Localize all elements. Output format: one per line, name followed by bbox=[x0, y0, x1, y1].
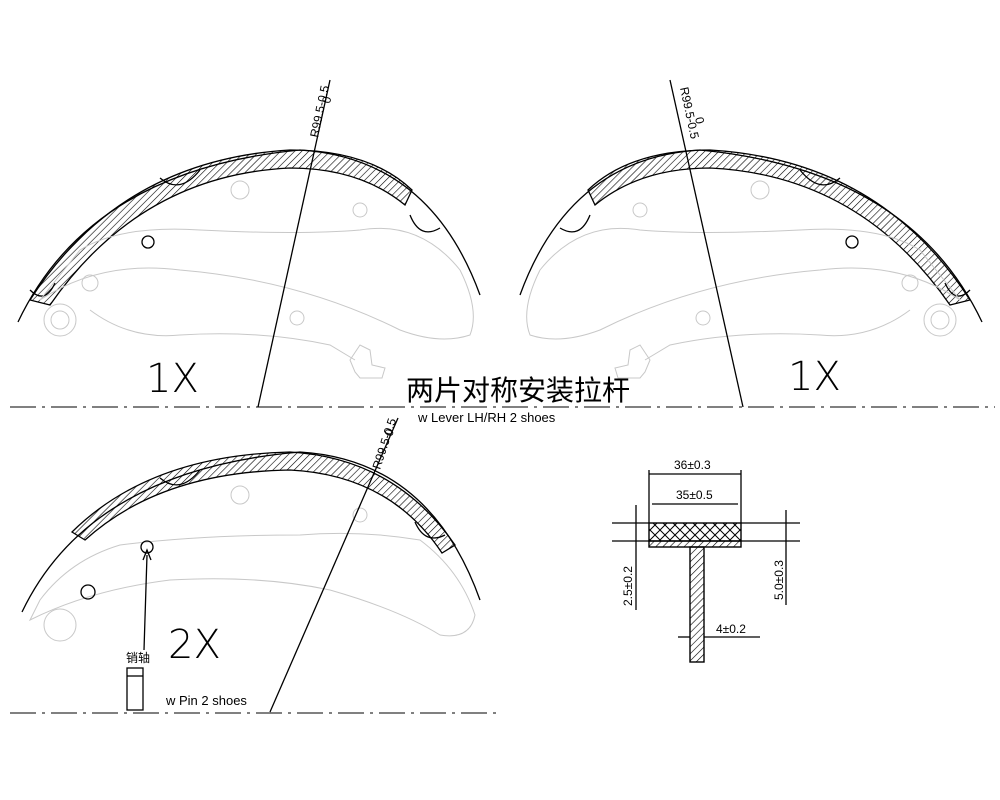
dim-web-thk: 4±0.2 bbox=[716, 622, 746, 636]
ghost-hole-right-6 bbox=[901, 274, 919, 292]
shoe-view-left-upper: R99.5-0.5 0 1X bbox=[17, 79, 481, 408]
shoe-web-detail-left bbox=[89, 309, 356, 361]
shoe-view-lower: 销轴 R99.5-0.5 0 2X w Pin 2 shoes bbox=[21, 416, 481, 713]
count-label-lower: 2X bbox=[168, 622, 221, 668]
pin-hole-lower bbox=[140, 540, 154, 554]
radius-leader-left bbox=[257, 79, 331, 408]
radius-sup-lower: 0 bbox=[382, 427, 397, 438]
ghost-hole-right-3 bbox=[695, 310, 711, 326]
ghost-hole-left-3 bbox=[289, 310, 305, 326]
drum-arc-right-upper bbox=[519, 149, 983, 323]
dim-total-thk: 5.0±0.3 bbox=[772, 560, 786, 600]
lining-right-upper bbox=[587, 149, 972, 306]
dim-lining-thk: 2.5±0.2 bbox=[621, 566, 635, 606]
lever-tab-left bbox=[349, 344, 386, 379]
dim-inner-width: 35±0.5 bbox=[676, 488, 713, 502]
radius-label-lower: R99.5-0.5 bbox=[370, 416, 400, 471]
lining-left-upper bbox=[28, 149, 413, 306]
lining-lower bbox=[70, 451, 456, 554]
radius-label-left-upper: R99.5-0.5 bbox=[307, 84, 332, 139]
ghost-hole-left-2 bbox=[352, 202, 368, 218]
rim-notch-left-1 bbox=[159, 169, 201, 186]
ghost-hole-left-4 bbox=[43, 303, 77, 337]
ghost-hole-lower-3 bbox=[43, 608, 77, 642]
section-detail: 36±0.3 35±0.5 2.5±0.2 5.0±0.3 4±0.2 bbox=[612, 458, 800, 663]
dim-outer-width: 36±0.3 bbox=[674, 458, 711, 472]
rim-notch-left-2 bbox=[409, 214, 441, 233]
section-lining bbox=[648, 522, 742, 542]
pin-leader-arrow bbox=[142, 548, 152, 561]
section-web bbox=[689, 546, 705, 663]
anchor-hole-lower bbox=[80, 584, 96, 600]
ghost-hole-left-5 bbox=[50, 310, 70, 330]
lever-tab-right bbox=[614, 344, 651, 379]
radius-sup-left-upper: 0 bbox=[319, 95, 334, 105]
ghost-hole-lower-1 bbox=[230, 485, 250, 505]
radius-leader-right bbox=[669, 79, 744, 408]
shoe-web-lower bbox=[28, 532, 476, 637]
mounting-hole-right bbox=[845, 235, 859, 249]
rim-notch-lower-2 bbox=[414, 521, 446, 539]
ghost-hole-lower-2 bbox=[352, 507, 368, 523]
count-label-left-upper: 1X bbox=[146, 356, 199, 402]
pin-note: w Pin 2 shoes bbox=[165, 693, 247, 708]
pin-part bbox=[126, 667, 144, 711]
lever-note: w Lever LH/RH 2 shoes bbox=[417, 410, 556, 425]
rim-notch-right-1 bbox=[799, 169, 841, 186]
mounting-hole-left bbox=[141, 235, 155, 249]
drum-arc-lower bbox=[21, 451, 481, 613]
ghost-hole-right-5 bbox=[930, 310, 950, 330]
shoe-web-detail-right bbox=[644, 309, 911, 361]
shoe-view-right-upper: R99.5-0.5 0 1X bbox=[519, 79, 983, 408]
radius-sup-right-upper: 0 bbox=[692, 116, 707, 126]
section-table bbox=[648, 540, 742, 548]
shoe-web-right-upper bbox=[526, 227, 961, 340]
ghost-hole-left-6 bbox=[81, 274, 99, 292]
rim-notch-right-2 bbox=[559, 214, 591, 233]
rim-notch-lower-1 bbox=[159, 469, 201, 486]
ghost-hole-left-1 bbox=[230, 180, 250, 200]
count-label-right-upper: 1X bbox=[788, 354, 841, 400]
ghost-hole-right-4 bbox=[923, 303, 957, 337]
pin-leader bbox=[143, 554, 148, 651]
drum-arc-left-upper bbox=[17, 149, 481, 323]
radius-label-right-upper: R99.5-0.5 bbox=[677, 86, 702, 141]
ghost-hole-right-2 bbox=[632, 202, 648, 218]
chinese-title: 两片对称安装拉杆 bbox=[406, 374, 630, 407]
radius-leader-lower bbox=[269, 417, 399, 713]
shoe-web-left-upper bbox=[39, 227, 474, 340]
ghost-hole-right-1 bbox=[750, 180, 770, 200]
pin-label: 销轴 bbox=[126, 650, 150, 665]
